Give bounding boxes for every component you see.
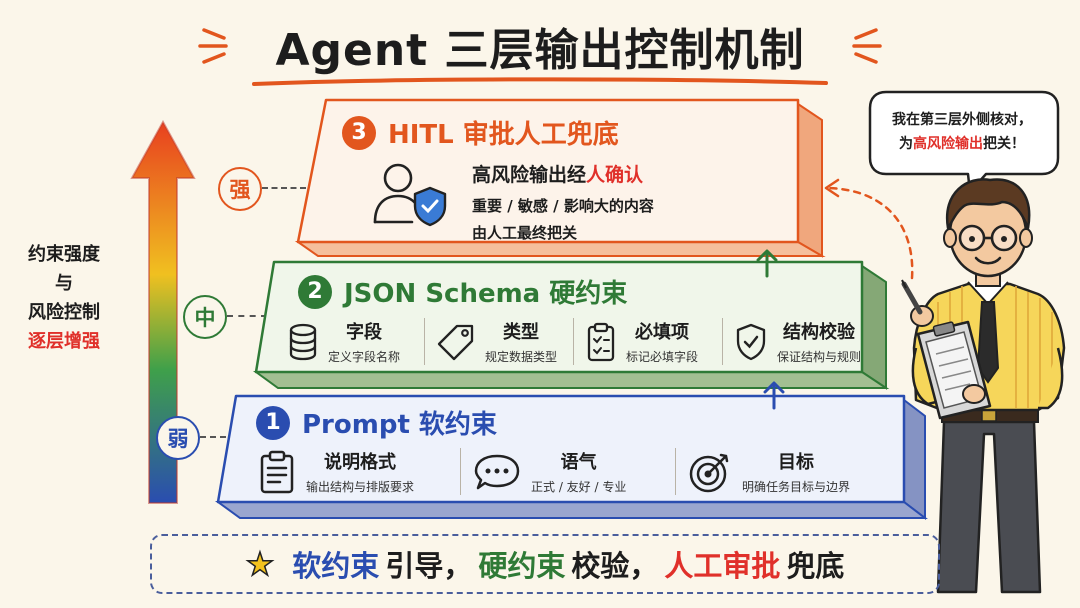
strength-line-2: 与 [55,273,73,294]
badge-strong-connector [262,187,306,189]
tier-3-desc-1b: 人确认 [586,164,644,186]
bubble-line-1: 我在第三层外侧核对， [892,112,1032,128]
reviewer-character [901,178,1066,594]
strength-line-4: 逐层增强 [28,331,100,352]
badge-strong: 强 [218,167,262,211]
footer-guide: 引导， [385,549,473,583]
badge-weak-connector [200,436,236,438]
strength-line-3: 风险控制 [28,302,100,323]
speech-bubble-text: 我在第三层外侧核对， 为高风险输出把关！ [878,100,1046,166]
tier-3-header: 3 HITL 审批人工兜底 [342,114,619,151]
tier-3-description: 高风险输出经人确认 重要 / 敏感 / 影响大的内容 由人工最终把关 [472,160,654,243]
tier-1-item-format-sub: 输出结构与排版要求 [306,480,415,494]
footer-validate: 校验， [571,549,659,583]
shield-check-icon [736,323,766,360]
chat-bubble-icon [474,454,520,489]
title-accent-right-icon [852,28,882,64]
tier-2-title: JSON Schema 硬约束 [344,279,628,309]
tier-2-item-required-sub: 标记必填字段 [626,350,699,364]
strength-line-1: 约束强度 [28,244,100,265]
tier-2-item-field-label: 字段 [346,322,382,343]
tier-2-item-field-sub: 定义字段名称 [328,350,401,364]
tag-icon [437,324,474,360]
arrow-up-tier2-to-tier3-icon [756,249,778,278]
title-underline [252,77,828,86]
tier-2-items: 字段 定义字段名称 类型 规定数据类型 必填项 标记必填字段 结构校验 [276,318,883,365]
tier-2-item-type-sub: 规定数据类型 [485,350,558,364]
tier-3-desc-3: 由人工最终把关 [472,224,578,242]
badge-medium-connector [227,315,267,317]
tier-2-item-validation-sub: 保证结构与规则 [777,350,862,364]
tier-1-item-format-label: 说明格式 [324,452,396,473]
footer-fallback: 兜底 [786,549,845,583]
badge-medium: 中 [183,295,227,339]
footer-soft: 软约束 [292,549,380,583]
summary-footer: ★ 软约束 引导， 硬约束 校验， 人工审批 兜底 [150,534,940,594]
tier-1-header: 1 Prompt 软约束 [256,404,497,441]
database-icon [289,323,317,360]
tier-2-item-type-label: 类型 [503,322,539,343]
tier-1-title: Prompt 软约束 [302,410,497,440]
tier-2-number: 2 [298,274,332,309]
user-shield-icon [373,163,447,227]
tier-1-item-tone-label: 语气 [560,452,597,473]
badge-weak: 弱 [156,416,200,460]
tier-2-item-required: 必填项 标记必填字段 [573,318,722,365]
title-accent-left-icon [198,28,228,64]
tier-1-item-goal: 目标 明确任务目标与边界 [675,448,900,495]
page-title: Agent 三层输出控制机制 [275,25,805,76]
bubble-line-2b: 高风险输出 [913,136,983,152]
tier-1-item-goal-label: 目标 [778,452,814,473]
footer-human: 人工审批 [664,549,781,583]
target-icon [689,453,729,492]
clipboard-icon [260,450,294,493]
tier-2-item-validation: 结构校验 保证结构与规则 [722,318,883,365]
strength-label: 约束强度 与 风险控制 逐层增强 [8,240,120,356]
tier-1-number: 1 [256,405,290,440]
tier-2-header: 2 JSON Schema 硬约束 [298,273,627,310]
arrow-up-tier1-to-tier2-icon [763,381,785,410]
tier-1-item-format: 说明格式 输出结构与排版要求 [246,448,460,495]
tier-2-item-validation-label: 结构校验 [783,322,855,343]
checklist-icon [587,322,615,361]
footer-hard: 硬约束 [478,549,566,583]
tier-3-desc-1a: 高风险输出经 [472,164,587,186]
star-icon: ★ [245,544,275,584]
tier-2-item-required-label: 必填项 [635,322,689,343]
tier-2-item-field: 字段 定义字段名称 [276,318,424,365]
tier-3-title: HITL 审批人工兜底 [388,120,619,150]
tier-1-items: 说明格式 输出结构与排版要求 语气 正式 / 友好 / 专业 目标 明确任务目标… [246,448,900,495]
tier-1-item-goal-sub: 明确任务目标与边界 [742,480,851,494]
bubble-line-2c: 把关！ [983,136,1025,152]
tier-1-item-tone-sub: 正式 / 友好 / 专业 [531,480,627,494]
bubble-line-2a: 为 [899,136,913,152]
reviewer-dashed-arrow-icon [824,178,914,280]
tier-3-desc-2: 重要 / 敏感 / 影响大的内容 [472,197,654,215]
tier-3-number: 3 [342,115,376,150]
tier-1-item-tone: 语气 正式 / 友好 / 专业 [460,448,675,495]
tier-2-item-type: 类型 规定数据类型 [424,318,573,365]
